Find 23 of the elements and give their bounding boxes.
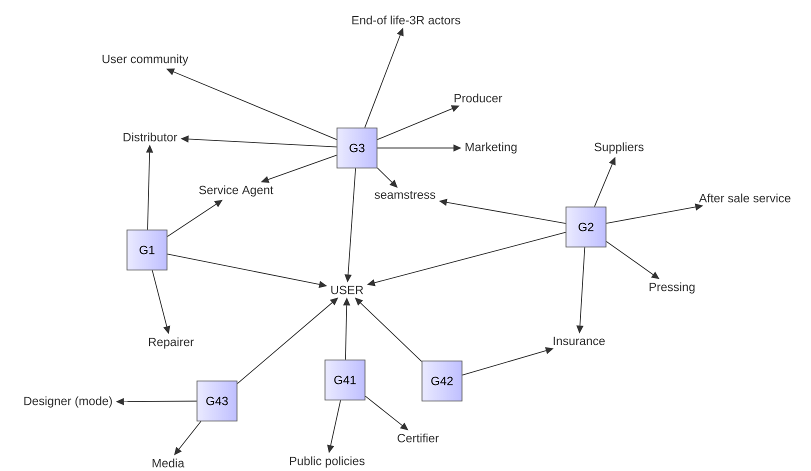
group-box: G43 — [196, 380, 238, 422]
actor-label: Suppliers — [594, 142, 644, 154]
actor-label: Designer (mode) — [24, 396, 112, 408]
actor-label: After sale service — [699, 194, 790, 202]
actor-label: Certifier — [398, 434, 439, 442]
actor-label: Producer — [454, 94, 502, 102]
actor-label: USER — [331, 286, 364, 294]
actor-label: Repairer — [149, 337, 194, 349]
group-box: G1 — [126, 230, 168, 270]
actor-label: seamstress — [374, 191, 436, 199]
group-box: G42 — [422, 360, 462, 402]
actor-label: Pressing — [650, 282, 695, 294]
group-box: G2 — [566, 206, 606, 248]
group-box: G3 — [336, 128, 378, 168]
actor-label: End-of life-3R actors — [352, 16, 460, 24]
group-box: G41 — [324, 360, 366, 400]
actor-label: Media — [152, 458, 184, 468]
actor-label: Distributor — [124, 132, 178, 142]
actor-label: Public policies — [290, 456, 365, 468]
actor-label: Service Agent — [199, 185, 274, 197]
actor-label: Marketing — [466, 142, 517, 154]
actor-label: User community — [102, 54, 188, 66]
actor-label: Insurance — [554, 336, 605, 346]
